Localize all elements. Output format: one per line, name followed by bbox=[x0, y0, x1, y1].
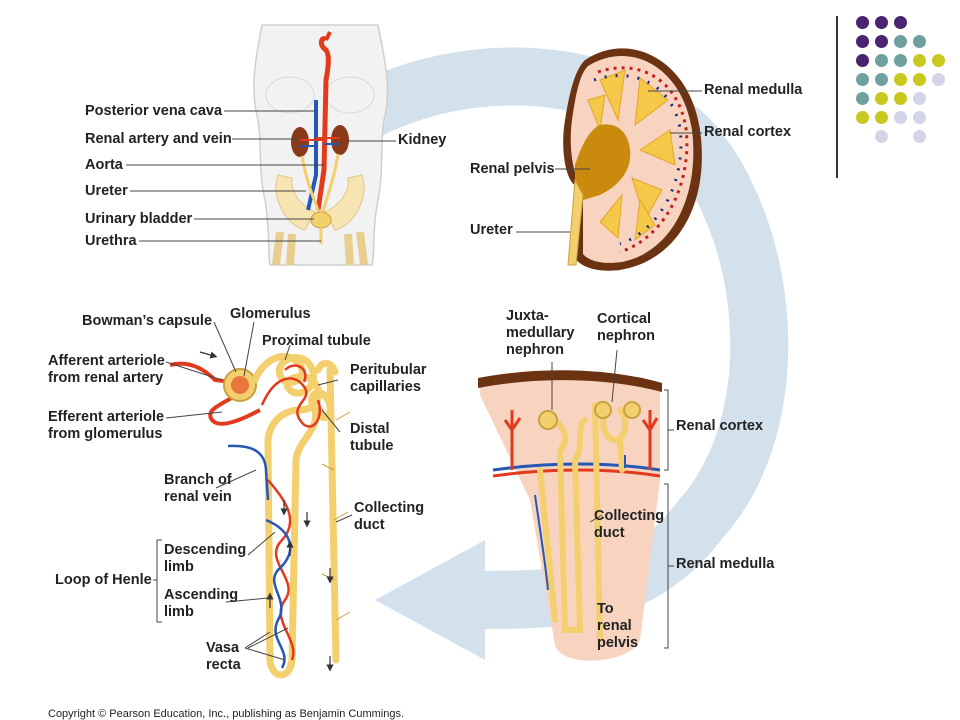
label-renal-cortex-section: Renal cortex bbox=[676, 418, 764, 434]
label-posterior-vena-cava: Posterior vena cava bbox=[85, 103, 223, 119]
label-distal-line-1: Distal bbox=[350, 421, 390, 437]
label-afferent-line-1: Afferent arteriole bbox=[48, 353, 165, 369]
label-vasa-line-1: Vasa bbox=[206, 640, 240, 656]
label-collecting-line-1: Collecting bbox=[354, 500, 425, 516]
label-collecting-duct-section: Collecting duct bbox=[594, 508, 664, 542]
label-urethra: Urethra bbox=[85, 233, 137, 249]
label-bowmans-capsule: Bowman’s capsule bbox=[82, 313, 213, 329]
decorative-dot bbox=[894, 73, 907, 86]
decorative-dot bbox=[875, 92, 888, 105]
label-peritubular-line-2: capillaries bbox=[350, 379, 421, 395]
decorative-dot bbox=[875, 54, 888, 67]
label-branch-line-1: Branch of bbox=[164, 472, 232, 488]
decorative-dot bbox=[913, 54, 926, 67]
label-to-line-1: To bbox=[597, 601, 614, 617]
decorative-dot bbox=[894, 54, 907, 67]
label-ascending-line-2: limb bbox=[164, 604, 194, 620]
kidney-cross-section bbox=[516, 48, 702, 271]
decorative-dot bbox=[894, 35, 907, 48]
label-juxta-line-2: medullary bbox=[506, 325, 575, 341]
label-to-renal-pelvis: To renal pelvis bbox=[597, 601, 638, 652]
label-branch-line-2: renal vein bbox=[164, 489, 232, 505]
decorative-dot bbox=[913, 111, 926, 124]
decorative-dot bbox=[894, 92, 907, 105]
decorative-dot bbox=[913, 73, 926, 86]
label-descending-limb: Descending limb bbox=[164, 542, 246, 576]
label-cortical-line-1: Cortical bbox=[597, 311, 651, 327]
label-afferent-arteriole: Afferent arteriole from renal artery bbox=[48, 353, 165, 387]
label-urinary-bladder: Urinary bladder bbox=[85, 211, 193, 227]
decorative-dot bbox=[913, 130, 926, 143]
label-afferent-line-2: from renal artery bbox=[48, 370, 164, 386]
decorative-dot bbox=[875, 16, 888, 29]
label-vasa-recta: Vasa recta bbox=[206, 640, 241, 674]
label-collecting-section-line-1: Collecting bbox=[594, 508, 665, 524]
label-cortical-line-2: nephron bbox=[597, 328, 655, 344]
label-collecting-line-2: duct bbox=[354, 517, 385, 533]
label-branch-of-renal-vein: Branch of renal vein bbox=[164, 472, 232, 506]
decorative-dot bbox=[875, 73, 888, 86]
decorative-dot bbox=[856, 111, 869, 124]
label-loop-of-henle: Loop of Henle bbox=[55, 572, 152, 588]
decorative-dot bbox=[856, 54, 869, 67]
decorative-dot bbox=[913, 35, 926, 48]
label-collecting-section-line-2: duct bbox=[594, 525, 625, 541]
label-peritubular-capillaries: Peritubular capillaries bbox=[350, 362, 427, 396]
label-efferent-arteriole: Efferent arteriole from glomerulus bbox=[48, 409, 164, 443]
decorative-dot bbox=[894, 16, 907, 29]
label-cortical-nephron: Cortical nephron bbox=[597, 311, 655, 345]
label-ascending-limb: Ascending limb bbox=[164, 587, 238, 621]
decorative-dot bbox=[856, 16, 869, 29]
label-efferent-line-2: from glomerulus bbox=[48, 426, 163, 442]
renal-section-illustration bbox=[478, 349, 674, 661]
label-kidney: Kidney bbox=[398, 132, 447, 148]
nephron-illustration bbox=[153, 321, 353, 679]
decorative-dot bbox=[932, 73, 945, 86]
decorative-dot bbox=[894, 111, 907, 124]
label-descending-line-2: limb bbox=[164, 559, 194, 575]
copyright-notice: Copyright © Pearson Education, Inc., pub… bbox=[48, 708, 405, 720]
label-ascending-line-1: Ascending bbox=[164, 587, 239, 603]
label-efferent-line-1: Efferent arteriole bbox=[48, 409, 165, 425]
body-illustration bbox=[126, 24, 396, 266]
decorative-divider-line bbox=[836, 16, 838, 178]
label-renal-cortex-kidney: Renal cortex bbox=[704, 124, 792, 140]
label-juxtamedullary-nephron: Juxta- medullary nephron bbox=[506, 308, 575, 359]
decorative-dot bbox=[913, 92, 926, 105]
label-descending-line-1: Descending bbox=[164, 542, 247, 558]
label-distal-tubule: Distal tubule bbox=[350, 421, 394, 455]
label-ureter: Ureter bbox=[85, 183, 128, 199]
label-renal-artery-and-vein: Renal artery and vein bbox=[85, 131, 232, 147]
label-juxta-line-3: nephron bbox=[506, 342, 564, 358]
label-juxta-line-1: Juxta- bbox=[506, 308, 549, 324]
label-to-line-3: pelvis bbox=[597, 635, 639, 651]
label-aorta: Aorta bbox=[85, 157, 123, 173]
label-renal-medulla-section: Renal medulla bbox=[676, 556, 775, 572]
label-to-line-2: renal bbox=[597, 618, 632, 634]
label-peritubular-line-1: Peritubular bbox=[350, 362, 427, 378]
decorative-dot bbox=[856, 92, 869, 105]
decorative-dot bbox=[875, 111, 888, 124]
label-collecting-duct: Collecting duct bbox=[354, 500, 424, 534]
decorative-dot bbox=[875, 130, 888, 143]
label-vasa-line-2: recta bbox=[206, 657, 241, 673]
label-ureter-kidney: Ureter bbox=[470, 222, 513, 238]
label-renal-pelvis: Renal pelvis bbox=[470, 161, 555, 177]
decorative-dot bbox=[932, 54, 945, 67]
label-renal-medulla-kidney: Renal medulla bbox=[704, 82, 803, 98]
decorative-dot bbox=[875, 35, 888, 48]
label-distal-line-2: tubule bbox=[350, 438, 394, 454]
label-glomerulus: Glomerulus bbox=[230, 306, 311, 322]
decorative-dot bbox=[856, 73, 869, 86]
label-proximal-tubule: Proximal tubule bbox=[262, 333, 371, 349]
decorative-dot bbox=[856, 35, 869, 48]
